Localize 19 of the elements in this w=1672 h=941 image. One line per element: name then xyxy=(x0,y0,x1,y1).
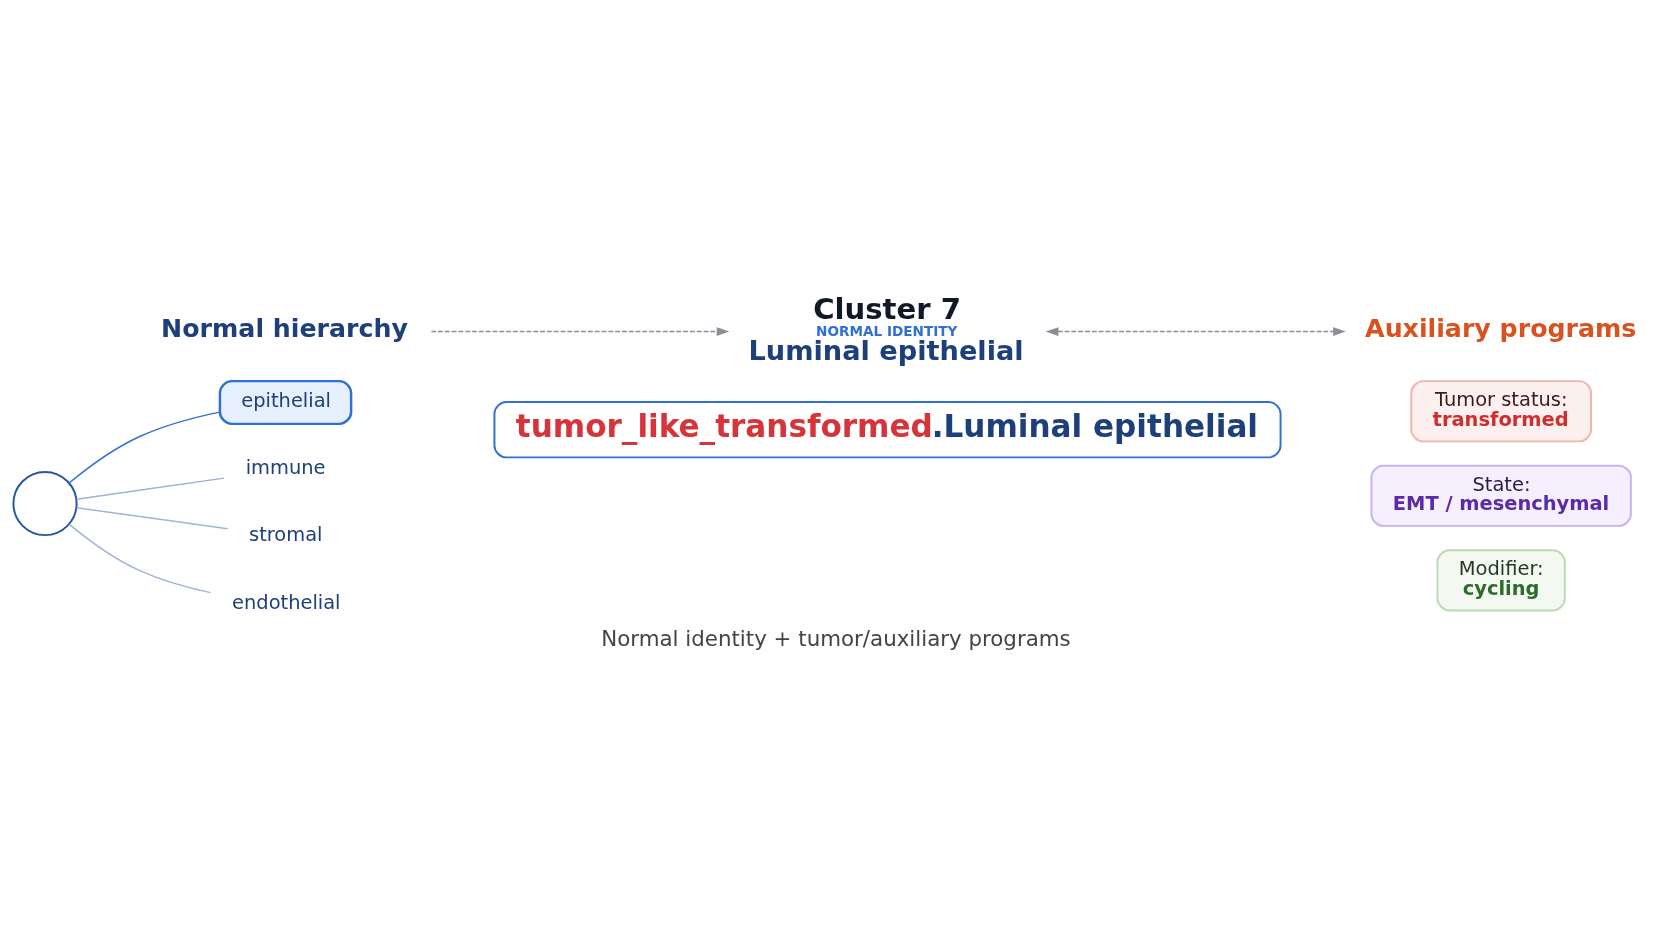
node-box: tumor_like_transformed.Luminal epithelial xyxy=(493,400,1282,458)
connector xyxy=(68,410,221,484)
connector xyxy=(75,506,229,529)
node-text: Auxiliary programs xyxy=(1365,313,1637,343)
node-box: epithelial xyxy=(218,379,353,425)
node-box: Tumor status: transformed xyxy=(1410,379,1592,442)
node-box: Modifier: cycling xyxy=(1436,548,1566,611)
node-text: immune xyxy=(245,455,326,479)
node-circle xyxy=(12,470,78,536)
arrow xyxy=(430,326,730,336)
arrow xyxy=(1045,326,1346,336)
node-text: stromal xyxy=(249,522,323,546)
node-box: State: EMT / mesenchymal xyxy=(1370,464,1632,527)
node-text: Cluster 7 NORMAL IDENTITY Luminal epithelial xyxy=(748,291,1024,366)
connector xyxy=(68,523,212,593)
caption: Normal identity + tumor/auxiliary programs xyxy=(601,625,1071,651)
node-text: endothelial xyxy=(232,590,341,613)
node-text: Normal hierarchy xyxy=(161,313,408,343)
connector xyxy=(75,476,225,500)
